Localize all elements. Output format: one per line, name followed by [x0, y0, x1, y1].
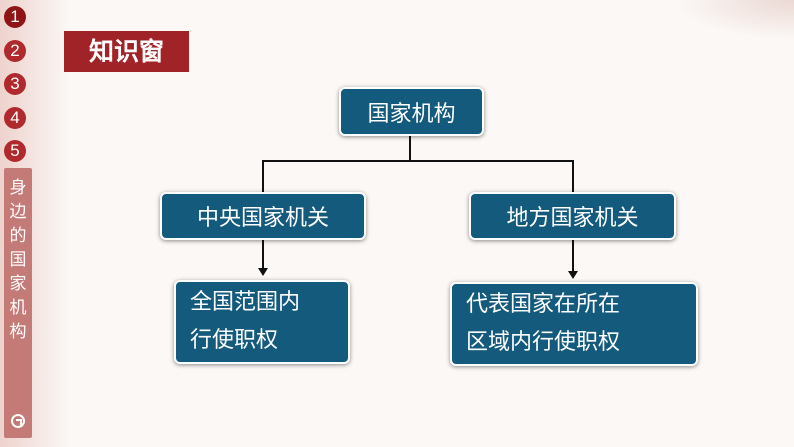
left-arrow-line: [262, 238, 264, 270]
root-node: 国家机构: [339, 87, 484, 136]
root-node-label: 国家机构: [367, 101, 456, 127]
right-arrow-line: [572, 238, 574, 272]
left-arrow-head: [258, 268, 268, 276]
side-char: 身: [9, 178, 27, 198]
nav-number-4[interactable]: 4: [4, 107, 26, 129]
left-branch-line: [262, 160, 264, 192]
right-detail-line-1: 代表国家在所在: [466, 292, 621, 317]
right-branch-line: [572, 160, 574, 192]
top-right-decor-wash: [674, 0, 794, 40]
right-detail-text: 代表国家在所在 区域内行使职权: [466, 286, 620, 362]
left-branch-label: 中央国家机关: [196, 206, 329, 231]
side-char: 构: [9, 322, 27, 342]
side-char: 机: [9, 298, 27, 318]
nav-number-2[interactable]: 2: [4, 40, 26, 62]
right-arrow-head: [568, 271, 578, 279]
nav-number-1[interactable]: 1: [4, 6, 26, 28]
branch-horizontal-line: [262, 160, 573, 162]
left-detail-line-2: 行使职权: [190, 328, 279, 353]
left-detail-node: 全国范围内 行使职权: [174, 280, 350, 364]
right-detail-node: 代表国家在所在 区域内行使职权: [450, 282, 698, 366]
left-branch-node: 中央国家机关: [160, 192, 366, 240]
return-icon[interactable]: [11, 414, 25, 428]
side-section-panel[interactable]: 身 边 的 国 家 机 构: [4, 168, 32, 438]
right-branch-label: 地方国家机关: [506, 206, 639, 231]
left-detail-line-1: 全国范围内: [190, 290, 301, 315]
nav-number-5[interactable]: 5: [4, 140, 26, 162]
side-char: 国: [9, 250, 27, 270]
left-detail-text: 全国范围内 行使职权: [190, 284, 300, 360]
side-section-label: 身 边 的 国 家 机 构: [4, 176, 32, 344]
page-title: 知识窗: [64, 31, 189, 72]
side-char: 家: [9, 274, 27, 294]
right-branch-node: 地方国家机关: [469, 192, 676, 240]
root-stem-line: [409, 134, 411, 161]
side-char: 边: [9, 202, 27, 222]
side-char: 的: [9, 226, 27, 246]
right-detail-line-2: 区域内行使职权: [466, 330, 621, 355]
nav-number-3[interactable]: 3: [4, 73, 26, 95]
